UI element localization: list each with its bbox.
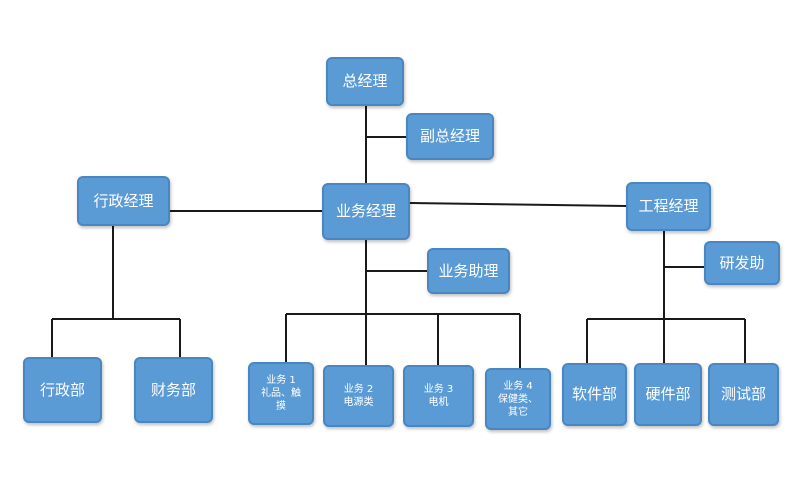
admin-dept-node: 行政部 [23, 357, 102, 423]
sales-manager-node: 业务经理 [322, 183, 410, 240]
eng-manager-node: 工程经理 [626, 182, 711, 231]
eng-manager-label: 工程经理 [638, 197, 699, 216]
ceo-node: 总经理 [326, 57, 404, 106]
vice-ceo-node: 副总经理 [406, 113, 494, 160]
sales-assistant-node: 业务助理 [427, 248, 510, 294]
hardware-dept-label: 硬件部 [645, 385, 691, 404]
admin-manager-node: 行政经理 [77, 176, 170, 226]
software-dept-node: 软件部 [562, 363, 627, 426]
biz2-node: 业务 2 电源类 [323, 365, 394, 427]
biz4-node: 业务 4 保健类、 其它 [485, 368, 551, 430]
biz2-label: 业务 2 电源类 [343, 384, 374, 408]
biz3-node: 业务 3 电机 [403, 365, 474, 427]
biz3-label: 业务 3 电机 [423, 384, 454, 408]
finance-dept-label: 财务部 [150, 380, 196, 399]
test-dept-node: 测试部 [708, 363, 779, 426]
sales-manager-label: 业务经理 [335, 202, 396, 221]
biz1-label: 业务 1 礼品、触 摸 [261, 375, 301, 412]
admin-dept-label: 行政部 [39, 380, 85, 399]
software-dept-label: 软件部 [571, 385, 617, 404]
test-dept-label: 测试部 [720, 385, 766, 404]
finance-dept-node: 财务部 [134, 357, 213, 423]
connector-sales-eng [409, 202, 627, 207]
biz1-node: 业务 1 礼品、触 摸 [248, 362, 314, 425]
sales-assistant-label: 业务助理 [438, 261, 499, 280]
admin-manager-label: 行政经理 [93, 191, 154, 210]
ceo-label: 总经理 [342, 72, 388, 91]
biz4-label: 业务 4 保健类、 其它 [498, 380, 538, 418]
vice-ceo-label: 副总经理 [419, 127, 480, 146]
hardware-dept-node: 硬件部 [634, 363, 702, 426]
rd-assistant-label: 研发助 [719, 253, 765, 272]
rd-assistant-node: 研发助 [704, 241, 780, 285]
